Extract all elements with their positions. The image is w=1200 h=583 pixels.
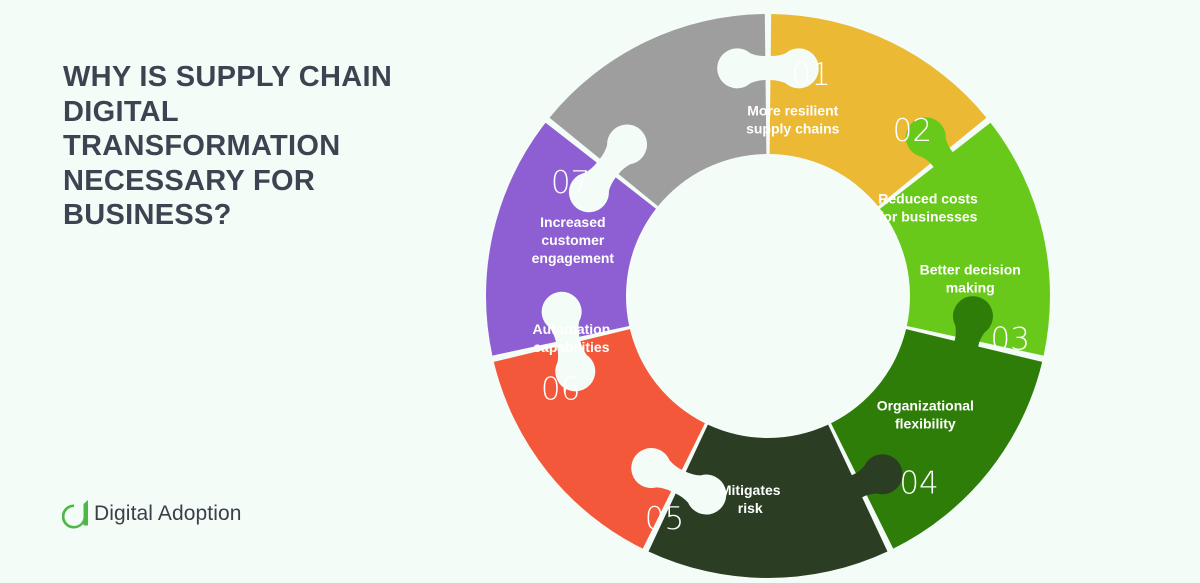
brand-name: Digital Adoption [94, 502, 242, 525]
piece-number-02: 02 [893, 113, 932, 149]
piece-number-03: 03 [991, 322, 1030, 358]
puzzle-piece-02 [880, 117, 1050, 387]
digital-adoption-logo-icon [62, 500, 88, 529]
puzzle-pieces [486, 14, 1050, 578]
piece-number-04: 04 [899, 466, 938, 502]
brand-logo[interactable]: Digital Adoption [62, 496, 242, 532]
puzzle-piece-06 [486, 122, 656, 356]
title-line: TRANSFORMATION [63, 130, 341, 162]
piece-number-06: 06 [541, 371, 580, 407]
title-line: BUSINESS? [63, 199, 232, 231]
title-line: WHY IS SUPPLY CHAIN [63, 61, 393, 93]
piece-number-01: 01 [791, 57, 830, 93]
title-line: DIGITAL [63, 95, 179, 128]
title-line: NECESSARY FOR [63, 164, 316, 197]
piece-number-07: 07 [551, 165, 590, 201]
puzzle-piece-07 [549, 14, 767, 207]
puzzle-piece-05 [493, 329, 705, 549]
piece-number-05: 05 [645, 501, 684, 537]
page-title: WHY IS SUPPLY CHAIN DIGITAL TRANSFORMATI… [63, 60, 423, 233]
puzzle-piece-04 [648, 424, 903, 578]
